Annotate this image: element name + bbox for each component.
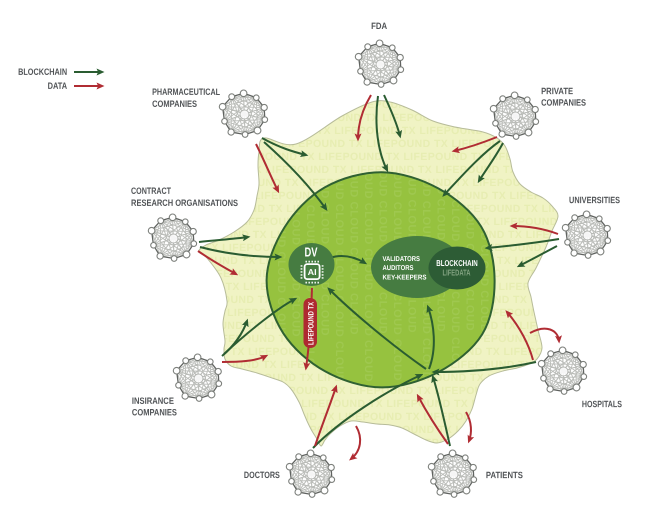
svg-text:INSIRANCE: INSIRANCE xyxy=(132,396,174,406)
svg-text:DATA: DATA xyxy=(48,81,68,91)
svg-text:LIFEPOUND TX LIFEPOUND TX LIFE: LIFEPOUND TX LIFEPOUND TX LIFEPOUND TX L… xyxy=(180,99,650,111)
svg-text:COMPANIES: COMPANIES xyxy=(132,407,177,417)
svg-text:CONTRACT: CONTRACT xyxy=(131,186,171,196)
svg-text:RESEARCH ORGANISATIONS: RESEARCH ORGANISATIONS xyxy=(131,198,238,208)
svg-text:CLOUD CLOUD CLOUD CLOUD CLOUD: CLOUD CLOUD CLOUD CLOUD CLOUD xyxy=(333,158,345,383)
svg-text:DV: DV xyxy=(305,245,318,260)
svg-text:CLOUD CLOUD CLOUD CLOUD CLOUD: CLOUD CLOUD CLOUD CLOUD CLOUD xyxy=(362,157,374,382)
svg-text:DOCTORS: DOCTORS xyxy=(244,470,280,480)
svg-text:COMPANIES: COMPANIES xyxy=(541,98,586,108)
svg-text:CLOUD CLOUD CLOUD CLOUD CLOUD: CLOUD CLOUD CLOUD CLOUD CLOUD xyxy=(348,110,360,335)
svg-text:LIFEPOUND TX: LIFEPOUND TX xyxy=(307,301,316,345)
svg-text:PHARMACEUTICAL: PHARMACEUTICAL xyxy=(152,87,220,97)
svg-text:LIFEPOUND TX LIFEPOUND TX LIFE: LIFEPOUND TX LIFEPOUND TX LIFEPOUND TX L… xyxy=(148,151,650,163)
svg-text:PRIVATE: PRIVATE xyxy=(541,86,573,96)
svg-text:PATIENTS: PATIENTS xyxy=(486,470,523,480)
svg-text:FDA: FDA xyxy=(371,21,387,31)
svg-text:AUDITORS: AUDITORS xyxy=(383,265,414,272)
svg-text:COMPANIES: COMPANIES xyxy=(152,99,197,109)
svg-text:LIFEDATA: LIFEDATA xyxy=(443,268,471,278)
svg-text:KEY-KEEPERS: KEY-KEEPERS xyxy=(383,274,427,281)
svg-text:AI: AI xyxy=(308,267,317,277)
svg-text:LIFEPOUND TX LIFEPOUND TX LIFE: LIFEPOUND TX LIFEPOUND TX LIFEPOUND TX L… xyxy=(95,164,650,176)
svg-text:HOSPITALS: HOSPITALS xyxy=(582,399,622,409)
svg-text:UNIVERSITIES: UNIVERSITIES xyxy=(569,195,620,205)
svg-text:VALIDATORS: VALIDATORS xyxy=(383,256,421,263)
svg-text:BLOCKCHAIN: BLOCKCHAIN xyxy=(18,67,67,77)
svg-text:BLOCKCHAIN: BLOCKCHAIN xyxy=(436,258,478,268)
